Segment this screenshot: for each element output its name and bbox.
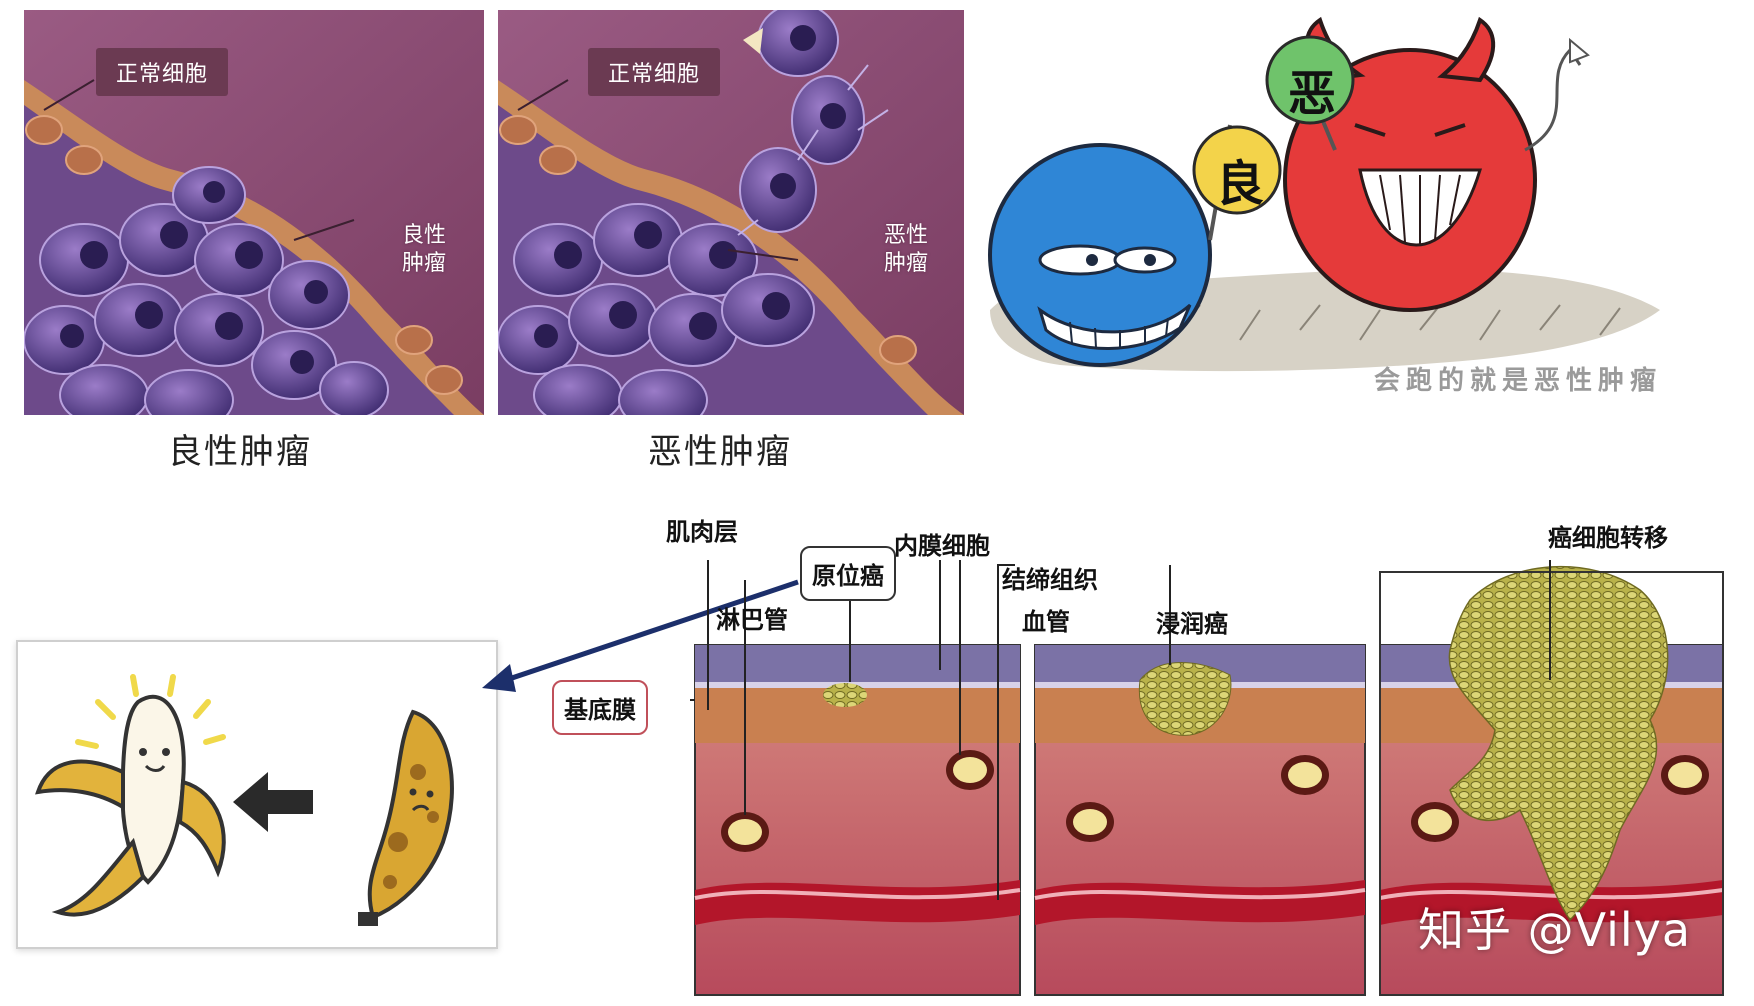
benign-tumor-caption: 良性肿瘤 xyxy=(168,432,312,472)
invasive-cancer-label: 浸润癌 xyxy=(1156,610,1228,638)
lymph-vessel-label: 淋巴管 xyxy=(716,606,788,634)
benign-tumor-illustration xyxy=(24,10,484,415)
fresh-banana-icon xyxy=(35,674,226,917)
benign-vs-malignant-cartoon xyxy=(980,10,1740,400)
benign-tumor-label-line2: 肿瘤 xyxy=(402,251,447,276)
benign-tumor-label: 良性 肿瘤 xyxy=(402,222,446,278)
banana-panel xyxy=(16,640,498,949)
malignant-tumor-label: 恶性 肿瘤 xyxy=(884,222,928,278)
blood-vessel-label: 血管 xyxy=(1022,608,1070,636)
tissue-panel-invasive xyxy=(1034,644,1366,996)
endothelial-cells-label: 内膜细胞 xyxy=(894,532,990,560)
basement-membrane-label: 基底膜 xyxy=(552,680,648,735)
tissue-layers-diagram xyxy=(640,534,1728,1000)
malignant-sign-text: 恶 xyxy=(1288,66,1337,122)
tissue-panel-in-situ xyxy=(694,644,1021,996)
malignant-tumor-illustration xyxy=(498,10,964,415)
normal-cell-label: 正常细胞 xyxy=(96,48,229,96)
cartoon-caption: 会跑的就是恶性肿瘤 xyxy=(1374,366,1663,396)
malignant-normal-cell-label: 正常细胞 xyxy=(588,48,721,96)
in-situ-arrow xyxy=(482,579,799,692)
malignant-tumor-caption: 恶性肿瘤 xyxy=(648,432,792,472)
metastasis-label: 癌细胞转移 xyxy=(1548,524,1668,552)
benign-tumor-label-line1: 良性 xyxy=(402,223,447,248)
rotten-banana-icon xyxy=(358,709,454,926)
zhihu-watermark: 知乎 @Vilya xyxy=(1418,903,1692,957)
benign-sign-text: 良 xyxy=(1216,156,1265,212)
left-arrow-icon xyxy=(233,772,313,832)
malignant-tumor-label-line1: 恶性 xyxy=(884,223,929,248)
connective-tissue-label: 结缔组织 xyxy=(1002,566,1098,594)
carcinoma-in-situ-label: 原位癌 xyxy=(800,546,896,601)
muscle-layer-label: 肌肉层 xyxy=(666,518,738,546)
malignant-tumor-label-line2: 肿瘤 xyxy=(884,251,929,276)
tissue-panel-metastasis xyxy=(1379,565,1724,996)
